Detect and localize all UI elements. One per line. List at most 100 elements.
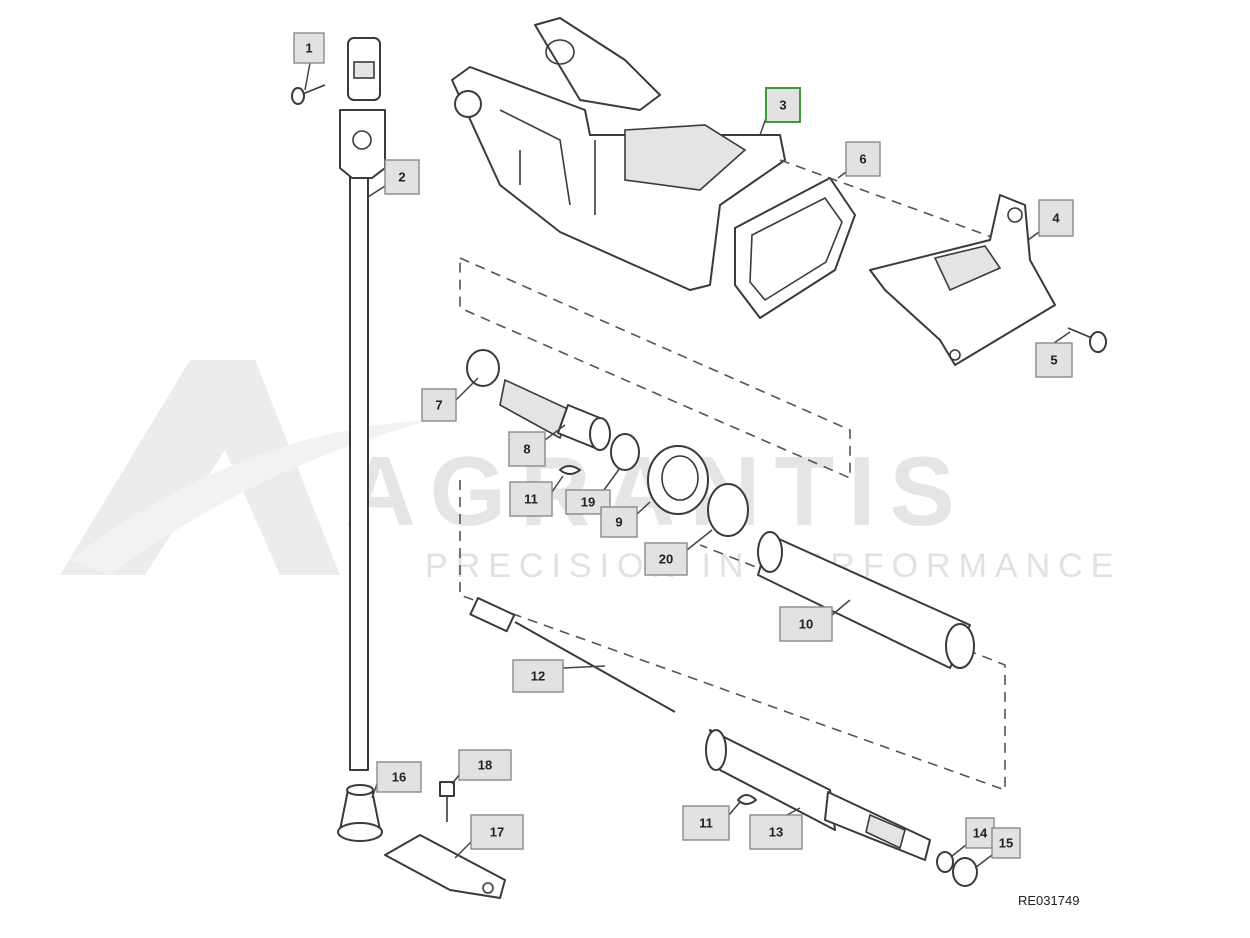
callout-box	[293, 32, 325, 64]
callout-box	[845, 141, 881, 177]
callout-label: 13	[769, 825, 783, 840]
callout-box	[779, 606, 833, 642]
part-tube-10	[757, 531, 975, 669]
callout-label: 15	[999, 836, 1013, 851]
watermark: AGRANTIS PRECISION IN PERFORMANCE	[60, 360, 1113, 585]
callout-label: 20	[659, 552, 673, 567]
callout-box	[765, 87, 801, 123]
callout-label: 16	[392, 770, 406, 785]
callout-15: 15	[974, 827, 1021, 869]
callout-leader-line	[686, 529, 713, 551]
part-bolt-18	[439, 781, 455, 822]
callout-label: 10	[799, 617, 813, 632]
callout-11: 11	[682, 801, 741, 841]
callout-leader-line	[551, 475, 564, 493]
part-rod-12	[469, 597, 676, 713]
callout-6: 6	[837, 141, 881, 179]
callout-label: 2	[398, 170, 405, 185]
part-snap-ring-19	[610, 433, 640, 471]
callout-label: 3	[779, 98, 786, 113]
callout-14: 14	[951, 817, 995, 857]
assembly-outline-lower	[459, 480, 1006, 792]
part-sleeve-8	[499, 378, 611, 451]
watermark-logo-icon	[60, 360, 430, 575]
callout-box	[682, 805, 730, 841]
callout-box	[600, 506, 638, 538]
part-ring-7	[466, 349, 500, 387]
callout-label: 9	[615, 515, 622, 530]
callout-leader-line	[451, 774, 460, 785]
callout-3: 3	[759, 87, 801, 136]
callout-7: 7	[421, 377, 479, 422]
callout-label: 4	[1052, 211, 1060, 226]
callout-11: 11	[509, 475, 564, 517]
part-circlip-20	[707, 483, 749, 537]
part-shaft-13	[705, 729, 931, 861]
callout-box	[509, 481, 553, 517]
callout-10: 10	[779, 599, 851, 642]
callout-box	[376, 761, 422, 793]
callout-label: 18	[478, 758, 492, 773]
callout-box	[644, 542, 688, 576]
callout-label: 6	[859, 152, 866, 167]
callout-leader-line	[371, 783, 378, 799]
callout-leader-line	[786, 807, 801, 816]
callout-box	[384, 159, 420, 195]
part-washer-14	[936, 851, 954, 873]
callout-label: 14	[973, 826, 988, 841]
callout-20: 20	[644, 529, 713, 576]
callout-label: 7	[435, 398, 442, 413]
callout-label: 1	[305, 41, 312, 56]
part-bolt-5	[1067, 327, 1107, 353]
callout-box	[421, 388, 457, 422]
callout-label: 12	[531, 669, 545, 684]
callout-box	[991, 827, 1021, 859]
part-bracket-3	[451, 17, 786, 291]
callout-leader-line	[454, 841, 472, 859]
callout-label: 11	[699, 816, 713, 831]
callout-box	[1038, 199, 1074, 237]
callout-leader-line	[974, 854, 993, 869]
part-key-11	[559, 465, 581, 475]
callout-leader-line	[1053, 331, 1071, 344]
callout-leader-line	[951, 844, 967, 857]
callout-leader-line	[367, 185, 386, 198]
callout-box	[458, 749, 512, 781]
callout-box	[512, 659, 564, 693]
callout-leader-line	[831, 599, 851, 616]
callout-8: 8	[508, 424, 566, 467]
callout-17: 17	[454, 814, 524, 859]
callout-13: 13	[749, 807, 803, 850]
callout-leader-line	[603, 467, 621, 491]
callout-box	[1035, 342, 1073, 378]
callout-2: 2	[367, 159, 420, 198]
part-gasket-6	[734, 177, 856, 319]
callout-box	[508, 431, 546, 467]
callout-leader-line	[304, 62, 311, 91]
callout-leader-line	[562, 665, 606, 669]
callout-label: 17	[490, 825, 504, 840]
part-fork-plate-17	[384, 834, 506, 899]
callout-leader-line	[728, 801, 741, 816]
callout-18: 18	[451, 749, 512, 785]
callout-16: 16	[371, 761, 422, 799]
callout-leader-line	[544, 424, 566, 441]
callout-5: 5	[1035, 331, 1073, 378]
part-ring-15	[952, 857, 978, 887]
callout-4: 4	[1027, 199, 1074, 241]
callout-box	[749, 814, 803, 850]
callout-leader-line	[1027, 231, 1040, 241]
part-shaft-2	[339, 37, 386, 771]
callout-label: 8	[523, 442, 530, 457]
callout-leader-line	[837, 171, 847, 179]
part-key-11-lower	[737, 794, 757, 805]
callout-1: 1	[293, 32, 325, 91]
part-bolt-1	[291, 84, 326, 105]
callout-label: 5	[1050, 353, 1057, 368]
callout-leader-line	[455, 377, 479, 401]
callout-leader-line	[636, 501, 651, 515]
reference-code: RE031749	[1018, 893, 1079, 908]
callout-12: 12	[512, 659, 606, 693]
